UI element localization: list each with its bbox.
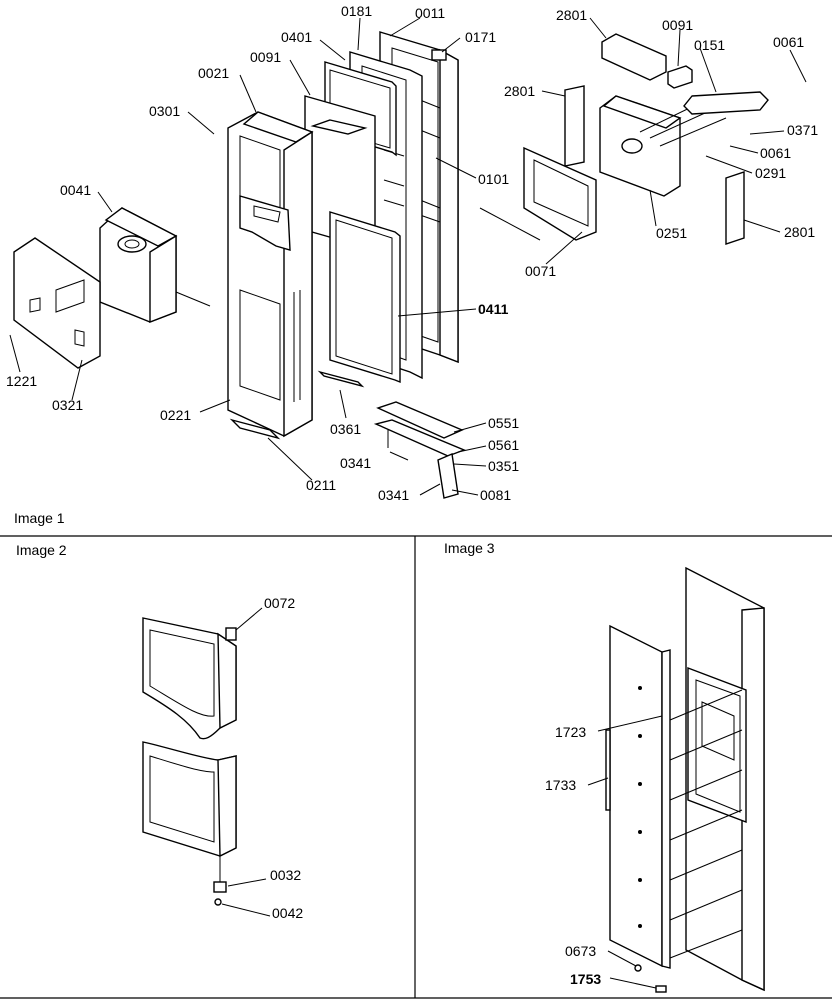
part-door-liner <box>609 624 671 969</box>
label-0551: 0551 <box>488 415 519 431</box>
label-1221: 1221 <box>6 373 37 389</box>
label-0291: 0291 <box>755 165 786 181</box>
label-1753: 1753 <box>570 971 601 987</box>
part-bracket-1221 <box>13 237 101 369</box>
label-2801-a: 2801 <box>556 7 587 23</box>
label-0561: 0561 <box>488 437 519 453</box>
part-hinge-1753 <box>655 985 667 993</box>
label-0251: 0251 <box>656 225 687 241</box>
image1-leaders <box>9 17 807 496</box>
part-bar-2801-right <box>725 171 745 245</box>
label-0091-a: 0091 <box>250 49 281 65</box>
label-0042: 0042 <box>272 905 303 921</box>
part-screw-0673 <box>634 964 642 972</box>
part-hinge-0081 <box>437 452 459 499</box>
label-0401: 0401 <box>281 29 312 45</box>
part-bar-2801-top <box>601 33 667 81</box>
label-0072: 0072 <box>264 595 295 611</box>
part-strip-1733 <box>605 729 611 811</box>
label-0341-b: 0341 <box>378 487 409 503</box>
image1-drawing: 0181 0011 0401 0171 0021 0091 0301 0041 … <box>6 3 818 503</box>
part-frame-0071 <box>523 146 597 241</box>
part-tray-0211 <box>229 418 281 440</box>
part-bar-0361 <box>317 370 365 388</box>
panel-title-image2: Image 2 <box>16 542 67 558</box>
part-bracket-0151 <box>683 91 769 115</box>
image3-drawing: 1723 1733 0673 1753 <box>545 566 765 993</box>
label-0151: 0151 <box>694 37 725 53</box>
label-1733: 1733 <box>545 777 576 793</box>
label-0081: 0081 <box>480 487 511 503</box>
part-cam-0072 <box>225 627 237 641</box>
label-0673: 0673 <box>565 943 596 959</box>
label-0211: 0211 <box>306 477 336 493</box>
door-rails <box>669 689 743 959</box>
panel-title-image1: Image 1 <box>14 510 65 526</box>
label-0071: 0071 <box>525 263 556 279</box>
part-plate-0561 <box>373 419 466 457</box>
part-door-frame-upper <box>142 617 237 740</box>
image2-drawing: 0072 0032 0042 <box>142 595 303 921</box>
panel-frames <box>0 535 832 999</box>
label-0371: 0371 <box>787 122 818 138</box>
label-0101: 0101 <box>478 171 509 187</box>
label-0171: 0171 <box>465 29 496 45</box>
part-screw-0042 <box>214 898 222 906</box>
label-1723: 1723 <box>555 724 586 740</box>
label-0361: 0361 <box>330 421 361 437</box>
label-0341-a: 0341 <box>340 455 371 471</box>
part-housing-0021 <box>227 111 314 438</box>
label-0041: 0041 <box>60 182 91 198</box>
label-0301: 0301 <box>149 103 180 119</box>
label-0021: 0021 <box>198 65 229 81</box>
part-door-frame-lower <box>142 741 237 858</box>
part-dispenser-frame <box>687 666 747 824</box>
label-0032: 0032 <box>270 867 301 883</box>
part-bar-2801-left <box>564 85 585 167</box>
panel-title-image3: Image 3 <box>444 540 495 556</box>
label-0091-b: 0091 <box>662 17 693 33</box>
part-panel-0411 <box>329 211 401 384</box>
label-0351: 0351 <box>488 458 519 474</box>
label-0011: 0011 <box>415 5 445 21</box>
label-0181: 0181 <box>341 3 372 19</box>
label-0061-a: 0061 <box>773 34 804 50</box>
label-0061-b: 0061 <box>760 145 791 161</box>
part-block-0091 <box>667 65 693 89</box>
part-bushing-0032 <box>213 881 227 893</box>
label-2801-b: 2801 <box>504 83 535 99</box>
label-0321: 0321 <box>52 397 83 413</box>
label-2801-c: 2801 <box>784 224 815 240</box>
label-0411: 0411 <box>478 301 509 317</box>
label-0221: 0221 <box>160 407 191 423</box>
door-screw-holes <box>638 686 642 928</box>
part-housing-0251 <box>599 95 727 197</box>
part-housing-0041 <box>99 207 178 324</box>
